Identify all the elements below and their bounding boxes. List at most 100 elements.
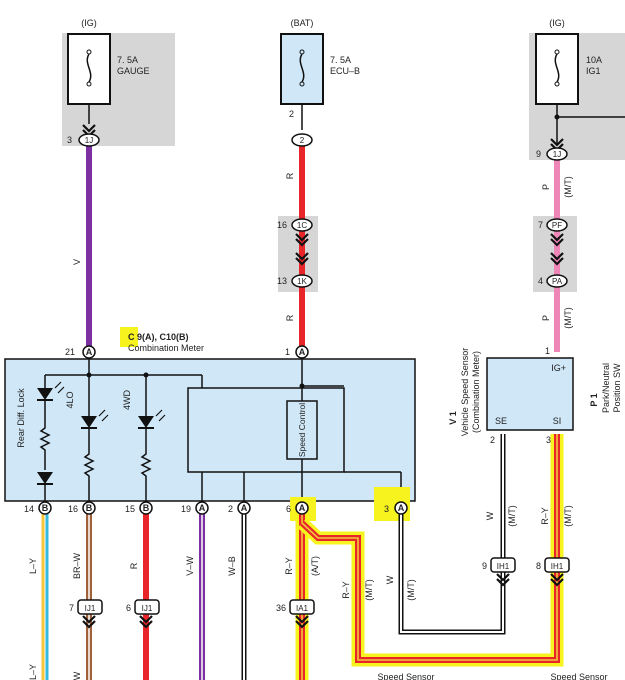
wire-code-p-lower: P	[541, 315, 551, 321]
speed-sensor-label-2: Speed Sensor	[550, 672, 607, 680]
sensor-sub: (Combination Meter)	[471, 351, 481, 433]
svg-text:A: A	[299, 503, 306, 513]
svg-text:2: 2	[228, 504, 233, 514]
wire-code-p-upper: P	[541, 184, 551, 190]
connector-1j-ig1: 9 1J	[536, 137, 568, 161]
svg-text:A: A	[299, 347, 306, 357]
wire-code-p-lower-mt: (M/T)	[563, 307, 573, 329]
connector-2-ecu: 2 2	[289, 109, 313, 147]
wire-code-v: V	[72, 259, 82, 265]
junction-pa: 4 PA	[538, 251, 568, 288]
meter-pin-14b: 14 B	[24, 501, 52, 515]
wire-label-w-cut: W	[72, 671, 82, 680]
lamp-4lo-label: 4LO	[65, 391, 75, 408]
sensor-ig-plus: IG+	[551, 363, 566, 373]
meter-top-pin-bat: 1 A	[285, 345, 309, 359]
wire-label-w-route-mt: (M/T)	[406, 579, 416, 601]
svg-text:A: A	[199, 503, 206, 513]
wire-label-brw: BR–W	[72, 553, 82, 580]
fuse-2-name: ECU–B	[330, 66, 360, 76]
svg-text:13: 13	[277, 276, 287, 286]
svg-text:8: 8	[536, 561, 541, 571]
junction-pf: 7 PF	[538, 218, 568, 247]
svg-text:1C: 1C	[297, 221, 307, 230]
meter-pin-19a: 19 A	[181, 501, 209, 515]
connector-ia1-36: 36 IA1	[276, 599, 315, 629]
wire-label-ly: L–Y	[28, 558, 38, 574]
meter-pin-15b: 15 B	[125, 501, 153, 515]
svg-text:16: 16	[68, 504, 78, 514]
svg-text:A: A	[86, 347, 93, 357]
meter-id: C 9(A), C10(B)	[128, 332, 189, 342]
fuse-1-name: GAUGE	[117, 66, 150, 76]
wire-label-r: R	[129, 562, 139, 569]
connector-ih1-9: 9 IH1	[482, 557, 516, 587]
park-switch-id: P 1	[589, 393, 599, 406]
svg-text:IJ1: IJ1	[85, 604, 96, 613]
svg-text:PF: PF	[552, 221, 562, 230]
svg-text:B: B	[143, 503, 150, 513]
junction-1c: 16 1C	[277, 218, 313, 247]
park-switch-name2: Position SW	[612, 363, 622, 413]
sensor-se: SE	[495, 416, 507, 426]
meter-pin-16b: 16 B	[68, 501, 96, 515]
led-4lo-icon	[81, 416, 97, 428]
fuse-1-source: (IG)	[81, 18, 97, 28]
connector-ih1-8: 8 IH1	[536, 557, 570, 587]
svg-text:IA1: IA1	[296, 604, 309, 613]
wire-label-ry: R–Y	[284, 557, 294, 575]
speed-sensor-label-1: Speed Sensor	[377, 672, 434, 680]
wire-code-p-upper-mt: (M/T)	[563, 176, 573, 198]
sensor-se-num: 2	[490, 435, 495, 445]
speed-control-label: Speed Control	[297, 403, 307, 457]
svg-text:9: 9	[482, 561, 487, 571]
led-rear-diff-icon	[37, 388, 53, 400]
speed-control-block	[187, 387, 345, 473]
meter-name: Combination Meter	[128, 343, 204, 353]
sensor-wire-se-mt: (M/T)	[507, 505, 517, 527]
svg-text:6: 6	[126, 603, 131, 613]
meter-id-highlight	[120, 327, 138, 347]
svg-text:9: 9	[536, 149, 541, 159]
svg-text:16: 16	[277, 220, 287, 230]
sensor-name: Vehicle Speed Sensor	[460, 348, 470, 437]
connector-ij1-7: 7 IJ1	[69, 599, 103, 629]
wire-label-vw: V–W	[185, 556, 195, 576]
sensor-wire-si: R–Y	[540, 507, 550, 525]
svg-text:3: 3	[67, 135, 72, 145]
svg-text:1J: 1J	[553, 150, 561, 159]
svg-text:7: 7	[538, 220, 543, 230]
svg-text:IH1: IH1	[497, 562, 510, 571]
fuse-1-rating: 7. 5A	[117, 55, 138, 65]
fuse-3-source: (IG)	[549, 18, 565, 28]
svg-text:36: 36	[276, 603, 286, 613]
svg-text:A: A	[398, 503, 405, 513]
diode-rear-icon	[37, 472, 53, 484]
meter-top-pin-ig: 21 A	[65, 345, 96, 359]
connector-ij1-6: 6 IJ1	[126, 599, 160, 629]
svg-text:6: 6	[286, 504, 291, 514]
wire-label-wb: W–B	[227, 556, 237, 576]
vehicle-speed-sensor	[486, 357, 574, 431]
svg-text:7: 7	[69, 603, 74, 613]
svg-text:21: 21	[65, 347, 75, 357]
wire-code-r-upper: R	[285, 172, 295, 179]
sensor-id: V 1	[448, 411, 458, 425]
junction-1k: 13 1K	[277, 251, 313, 288]
fuse-symbol-icon	[299, 49, 305, 87]
park-switch-name: Park/Neutral	[601, 363, 611, 413]
wire-label-at: (A/T)	[310, 556, 320, 576]
sensor-pin-top: 1	[545, 346, 550, 356]
wire-label-ry-route: R–Y	[341, 581, 351, 599]
wire-code-r-lower: R	[285, 314, 295, 321]
wire-label-w-route: W	[385, 575, 395, 584]
fuse-symbol-icon	[554, 49, 560, 87]
svg-text:IJ1: IJ1	[142, 604, 153, 613]
fuse-2-rating: 7. 5A	[330, 55, 351, 65]
svg-text:1K: 1K	[297, 277, 307, 286]
sensor-si-num: 3	[546, 435, 551, 445]
svg-text:3: 3	[384, 504, 389, 514]
sensor-wire-si-mt: (M/T)	[563, 505, 573, 527]
svg-text:1J: 1J	[85, 136, 93, 145]
